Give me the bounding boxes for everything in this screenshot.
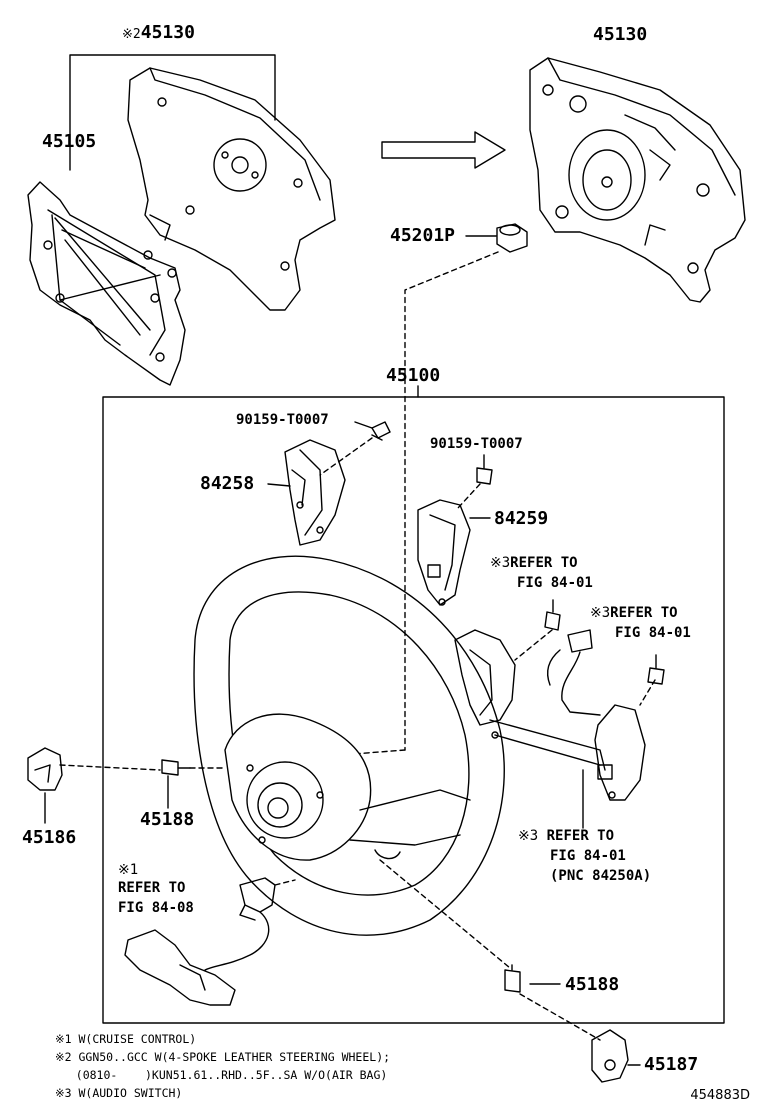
switch-84259	[417, 499, 471, 606]
label-84259: 84259	[494, 508, 549, 529]
footnote-2b: (0810- )KUN51.61..RHD..5F..SA W/O(AIR BA…	[55, 1068, 388, 1082]
label-45130-left: 45130	[140, 22, 195, 43]
cruise-switch	[124, 877, 276, 1006]
ref-c-line2: FIG 84-01	[550, 848, 626, 864]
footnote-3: ※3 W(AUDIO SWITCH)	[55, 1086, 183, 1100]
label-ref-b: ※3REFER TO	[590, 603, 678, 623]
ref-c-line1: REFER TO	[546, 828, 615, 844]
steering-wheel	[193, 555, 505, 936]
label-ref-c: ※3 REFER TO	[518, 826, 614, 846]
label-screw-left: 90159-T0007	[236, 412, 329, 428]
screw-45188-center	[161, 759, 191, 776]
label-45187: 45187	[644, 1054, 699, 1075]
label-45130-right: 45130	[593, 24, 648, 45]
label-ref-a: ※3REFER TO	[490, 553, 578, 573]
dashed-nut-path	[404, 251, 499, 751]
ref-d-line1: REFER TO	[118, 880, 186, 896]
catalog-number: 454883D	[690, 1088, 750, 1103]
label-45186: 45186	[22, 827, 77, 848]
footnote-2: ※2 GGN50..GCC W(4-SPOKE LEATHER STEERING…	[55, 1050, 391, 1064]
ref-d-line2: FIG 84-08	[118, 900, 194, 916]
label-45188-bottom: 45188	[565, 974, 620, 995]
label-84258: 84258	[200, 473, 255, 494]
footnotes: ※1 W(CRUISE CONTROL) ※2 GGN50..GCC W(4-SP…	[55, 1030, 390, 1102]
nut-45201p	[496, 223, 528, 253]
label-45105: 45105	[42, 131, 97, 152]
ref-a-line2: FIG 84-01	[517, 575, 593, 591]
direction-arrow	[381, 131, 506, 169]
bracket-45105	[27, 181, 186, 386]
label-screw-right: 90159-T0007	[430, 436, 523, 452]
wheel-assy-frame	[102, 396, 725, 1024]
ref-b-line2: FIG 84-01	[615, 625, 691, 641]
screw-right	[476, 454, 493, 485]
ref-a-mark: ※3	[490, 555, 511, 571]
cover-45187	[591, 1029, 629, 1083]
screw-45188-bottom	[504, 964, 521, 993]
switch-assy-right	[454, 629, 646, 801]
label-45188-center: 45188	[140, 809, 195, 830]
ref-b-mark: ※3	[590, 605, 611, 621]
airbag-note-mark: ※2	[122, 27, 141, 42]
screw-ref-b	[647, 654, 665, 685]
screw-ref-a	[544, 599, 561, 631]
label-45100: 45100	[386, 365, 441, 386]
ref-d-mark: ※1	[118, 862, 139, 878]
cover-45186	[27, 747, 63, 791]
screw-left	[371, 421, 391, 441]
switch-84258	[284, 439, 346, 546]
ref-c-line3: (PNC 84250A)	[550, 868, 652, 884]
ref-b-line1: REFER TO	[610, 605, 678, 621]
ref-a-line1: REFER TO	[510, 555, 578, 571]
airbag-45130-front	[529, 57, 746, 303]
airbag-leader-bracket	[69, 54, 276, 171]
footnote-1: ※1 W(CRUISE CONTROL)	[55, 1032, 197, 1046]
label-45201p: 45201P	[390, 225, 456, 246]
ref-c-mark: ※3	[518, 828, 539, 844]
airbag-45130-rear	[127, 67, 336, 311]
label-airbag-note: ※245130	[122, 24, 195, 42]
